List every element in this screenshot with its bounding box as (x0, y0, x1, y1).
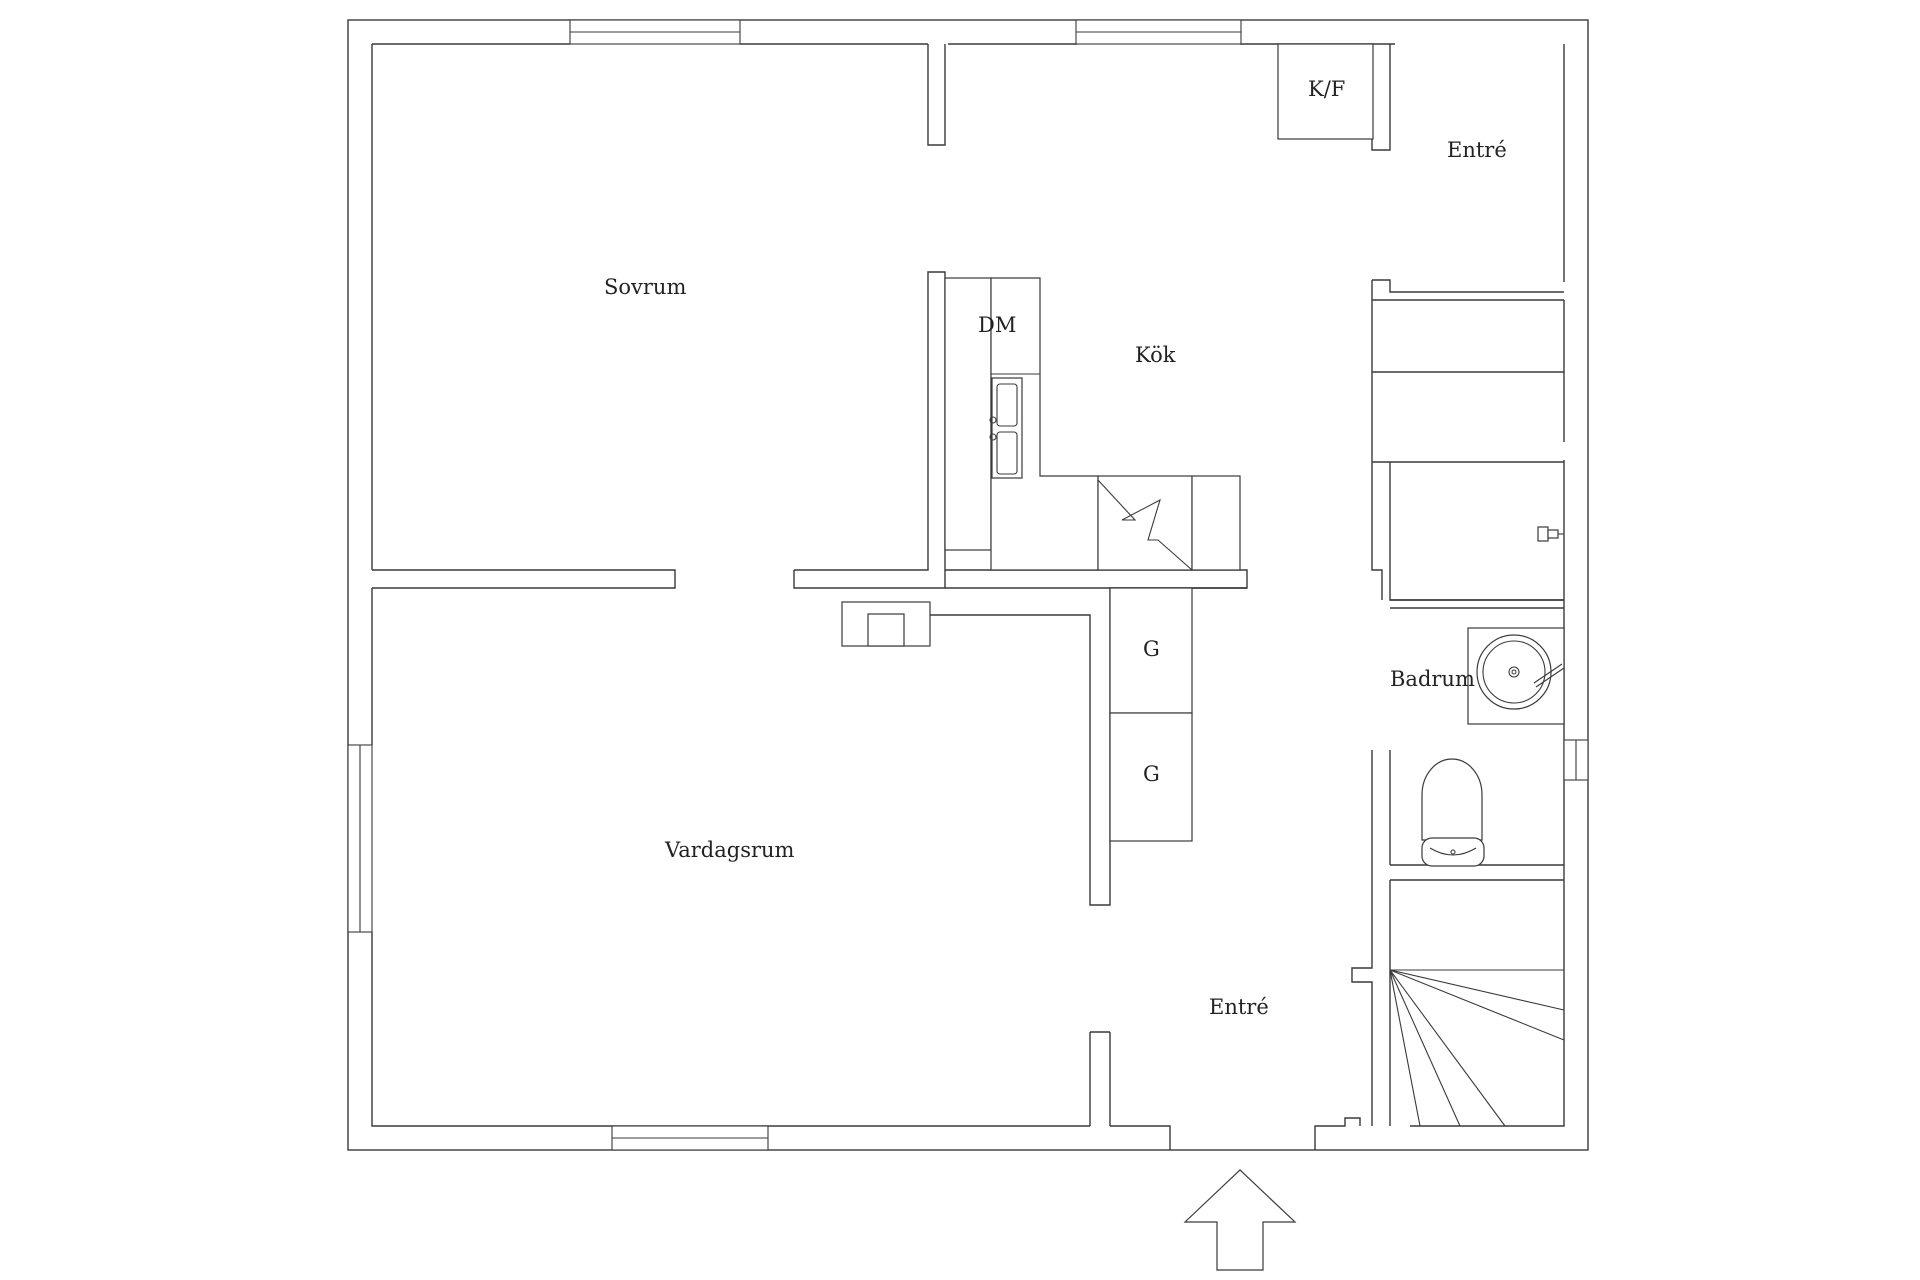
washbasin-icon (1467, 627, 1565, 725)
toilet-icon (1421, 758, 1485, 867)
fridge-freezer-label: K/F (1308, 77, 1345, 101)
room-label-entre-top: Entré (1447, 138, 1507, 162)
wardrobe-label-upper: G (1143, 637, 1160, 661)
exterior-walls (347, 19, 1589, 1151)
shower-valve-icon (1537, 526, 1564, 542)
kitchen-sink-icon (989, 377, 1023, 479)
room-label-badrum: Badrum (1390, 667, 1475, 691)
dishwasher-label: DM (978, 313, 1016, 337)
room-label-vardagsrum: Vardagsrum (664, 838, 795, 862)
entrance-arrow-icon (1183, 1169, 1297, 1271)
interior-walls (372, 44, 1564, 1126)
kitchen-counters (944, 277, 1099, 571)
staircase (1389, 969, 1565, 1127)
room-label-sovrum: Sovrum (604, 275, 686, 299)
windows (347, 19, 1589, 1151)
room-label-entre-bottom: Entré (1209, 995, 1269, 1019)
room-label-kok: Kök (1135, 343, 1176, 367)
wardrobe-label-lower: G (1143, 762, 1160, 786)
stove-icon (1097, 475, 1241, 571)
fireplace (841, 601, 931, 647)
wardrobes (1109, 587, 1193, 842)
fridge-freezer (1277, 43, 1374, 140)
